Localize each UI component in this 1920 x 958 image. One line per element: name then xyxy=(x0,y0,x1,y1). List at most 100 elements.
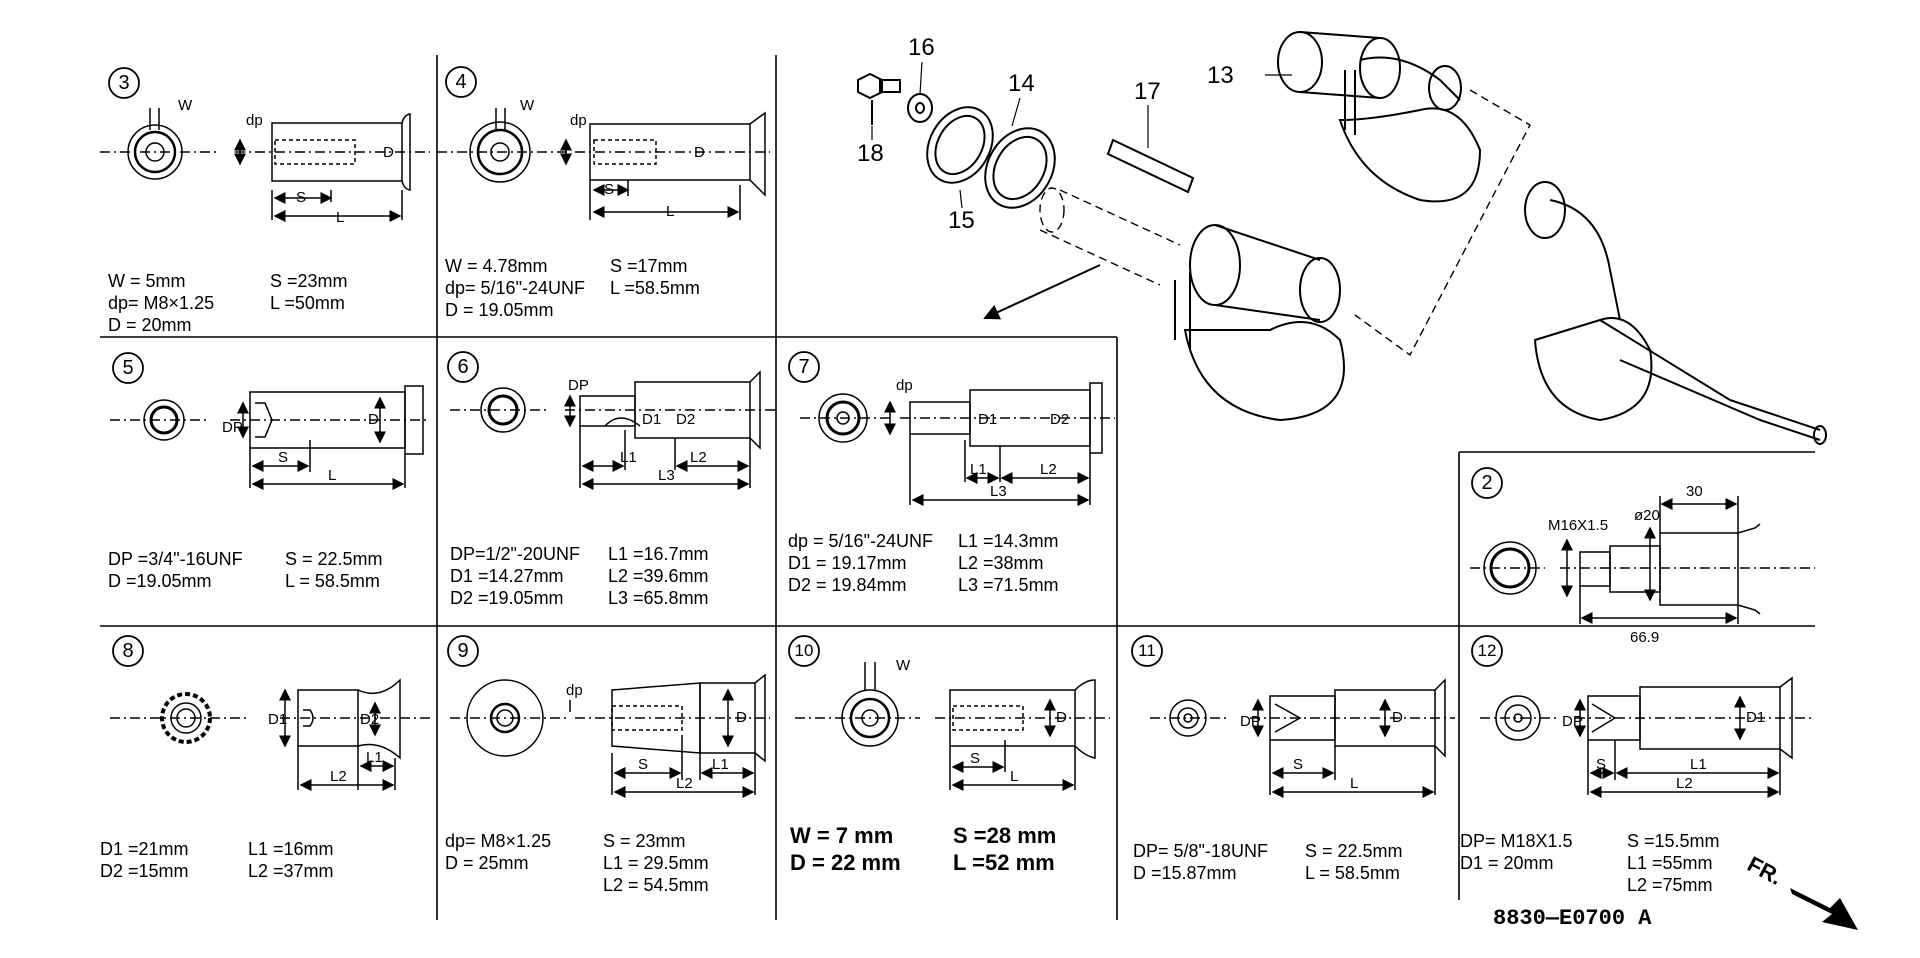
panel-12-dim-label: D1 xyxy=(1746,709,1765,726)
panel-6-spec: L2 =39.6mm xyxy=(608,566,709,586)
panel-8-drawing xyxy=(110,678,430,791)
panel-2-dim-label: 30 xyxy=(1686,483,1703,500)
panel-number-4: 4 xyxy=(455,71,467,93)
panel-6-dim-label: DP xyxy=(568,377,589,394)
panel-11-spec: L = 58.5mm xyxy=(1305,863,1400,883)
panel-9-dim-label: dp xyxy=(566,682,583,699)
panel-9-spec: S = 23mm xyxy=(603,831,686,851)
diagram-code: 8830—E0700 A xyxy=(1493,906,1652,931)
panel-10-spec: S =28 mm xyxy=(953,823,1057,848)
panel-12-spec: L1 =55mm xyxy=(1627,853,1713,873)
panel-6-spec: D1 =14.27mm xyxy=(450,566,564,586)
panel-6-drawing xyxy=(450,370,775,490)
panel-2-dim-label: 66.9 xyxy=(1630,629,1659,646)
panel-3-spec: W = 5mm xyxy=(108,271,186,291)
panel-8-spec: D2 =15mm xyxy=(100,861,189,881)
panel-5-drawing xyxy=(110,385,430,490)
panel-4-spec: D = 19.05mm xyxy=(445,300,554,320)
panel-number-3: 3 xyxy=(118,72,130,94)
panel-8-dim-label: L1 xyxy=(366,749,383,766)
panel-9-spec: L1 = 29.5mm xyxy=(603,853,709,873)
panel-7-spec: D2 = 19.84mm xyxy=(788,575,907,595)
panel-2-drawing xyxy=(1470,496,1815,624)
panel-3-dim-label: D xyxy=(383,144,394,161)
panel-9-dim-label: S xyxy=(638,756,648,773)
crankshaft-exploded-view xyxy=(857,31,1827,445)
panel-8-dim-label: D2 xyxy=(360,711,379,728)
panel-12-drawing xyxy=(1480,676,1815,798)
panel-number-12: 12 xyxy=(1477,641,1497,660)
panel-3-dim-label: W xyxy=(178,97,193,114)
panel-10-dim-label: W xyxy=(896,657,911,674)
callout-17: 17 xyxy=(1134,78,1161,105)
panel-number-6: 6 xyxy=(457,356,469,378)
panel-5-spec: DP =3/4"-16UNF xyxy=(108,549,243,569)
panel-4-spec: L =58.5mm xyxy=(610,278,700,298)
panel-7-dim-label: L2 xyxy=(1040,461,1057,478)
panel-4-dim-label: S xyxy=(604,181,614,198)
panel-9-dim-label: L2 xyxy=(676,775,693,792)
panel-10-dim-label: S xyxy=(970,750,980,767)
panel-5-dim-label: DP xyxy=(222,419,243,436)
panel-number-9: 9 xyxy=(457,640,469,662)
panel-7-spec: D1 = 19.17mm xyxy=(788,553,907,573)
panel-7-dim-label: L1 xyxy=(970,461,987,478)
panel-11-drawing xyxy=(1150,678,1455,798)
panel-8-dim-label: D1 xyxy=(268,711,287,728)
panel-9-spec: dp= M8×1.25 xyxy=(445,831,552,851)
panel-4-spec: dp= 5/16"-24UNF xyxy=(445,278,585,298)
panel-7-dim-label: dp xyxy=(896,377,913,394)
panel-11-spec: S = 22.5mm xyxy=(1305,841,1403,861)
panel-8-spec: L2 =37mm xyxy=(248,861,334,881)
panel-5-dim-label: D xyxy=(368,411,379,428)
panel-4-spec: W = 4.78mm xyxy=(445,256,548,276)
grid-lines xyxy=(100,55,1815,920)
panel-9-spec: D = 25mm xyxy=(445,853,529,873)
panel-3-spec: D = 20mm xyxy=(108,315,192,335)
panel-9-drawing xyxy=(450,673,770,798)
panel-9-dim-label: L1 xyxy=(712,756,729,773)
panel-12-dim-label: L2 xyxy=(1676,775,1693,792)
panel-10-dim-label: L xyxy=(1010,768,1018,785)
panel-7-dim-label: D1 xyxy=(978,411,997,428)
panel-4-dim-label: L xyxy=(666,203,674,220)
panel-9-dim-label: D xyxy=(736,709,747,726)
panel-11-spec: DP= 5/8"-18UNF xyxy=(1133,841,1268,861)
panel-number-10: 10 xyxy=(794,641,814,660)
panel-7-dim-label: D2 xyxy=(1050,411,1069,428)
panel-7-spec: L2 =38mm xyxy=(958,553,1044,573)
panel-number-8: 8 xyxy=(122,640,134,662)
panel-10-spec: L =52 mm xyxy=(953,850,1055,875)
front-direction-arrow-icon xyxy=(1790,888,1858,930)
panel-3-dim-label: dp xyxy=(246,112,263,129)
panel-12-dim-label: L1 xyxy=(1690,756,1707,773)
panel-10-dim-label: D xyxy=(1056,709,1067,726)
panel-7-spec: L3 =71.5mm xyxy=(958,575,1059,595)
panel-12-spec: L2 =75mm xyxy=(1627,875,1713,895)
panel-3-drawing xyxy=(100,108,430,222)
panel-3-spec: L =50mm xyxy=(270,293,345,313)
panel-5-dim-label: L xyxy=(328,467,336,484)
panel-6-spec: L1 =16.7mm xyxy=(608,544,709,564)
panel-2-dim-label: M16X1.5 xyxy=(1548,517,1608,534)
panel-number-7: 7 xyxy=(798,356,810,378)
panel-7-drawing xyxy=(800,382,1115,506)
callout-16: 16 xyxy=(908,34,935,61)
panel-8-dim-label: L2 xyxy=(330,768,347,785)
panel-5-spec: D =19.05mm xyxy=(108,571,212,591)
panel-11-dim-label: S xyxy=(1293,756,1303,773)
panel-3-spec: dp= M8×1.25 xyxy=(108,293,215,313)
panel-4-spec: S =17mm xyxy=(610,256,688,276)
panel-10-spec: W = 7 mm xyxy=(790,823,894,848)
panel-6-dim-label: L2 xyxy=(690,449,707,466)
panel-3-dim-label: S xyxy=(296,189,306,206)
panel-number-11: 11 xyxy=(1138,641,1156,660)
panel-2-dim-label: ø20 xyxy=(1634,507,1660,524)
panel-7-spec: L1 =14.3mm xyxy=(958,531,1059,551)
panel-4-dim-label: W xyxy=(520,97,535,114)
panel-6-dim-label: D1 xyxy=(642,411,661,428)
panel-number-5: 5 xyxy=(122,357,134,379)
callout-18: 18 xyxy=(857,140,884,167)
